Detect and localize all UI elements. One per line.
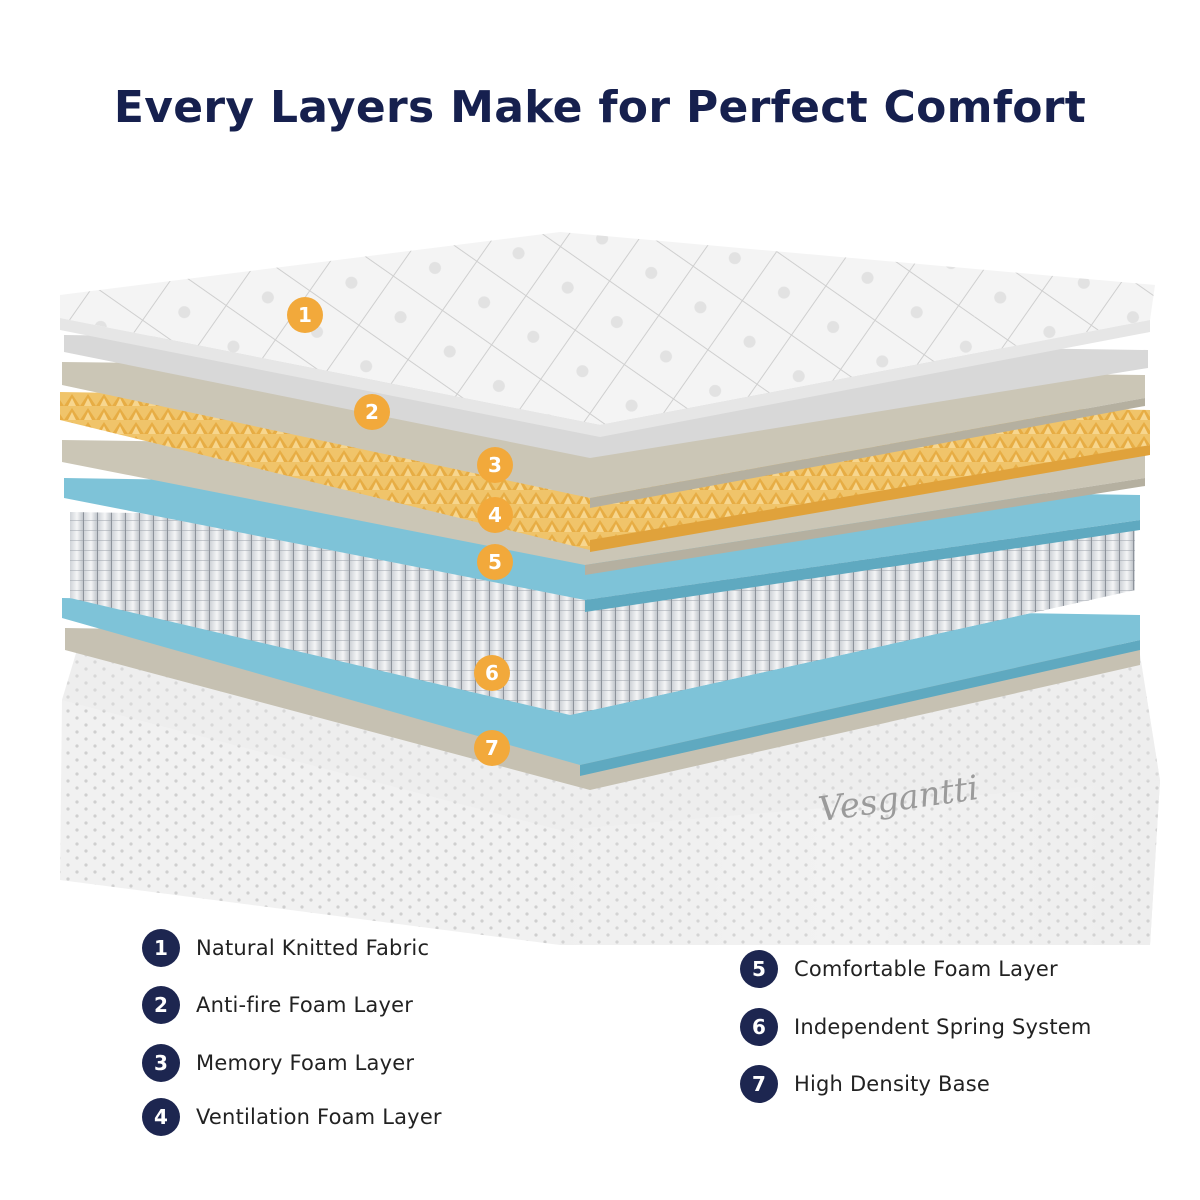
legend-label: Memory Foam Layer xyxy=(196,1051,415,1075)
legend-label: Comfortable Foam Layer xyxy=(794,957,1058,981)
legend-item-1: 1 Natural Knitted Fabric xyxy=(142,929,429,967)
legend-number-badge: 4 xyxy=(142,1098,180,1136)
svg-text:5: 5 xyxy=(488,550,502,574)
legend-item-7: 7 High Density Base xyxy=(740,1065,990,1103)
badge-3: 3 xyxy=(477,447,513,483)
badge-6: 6 xyxy=(474,655,510,691)
svg-text:3: 3 xyxy=(488,453,502,477)
svg-text:7: 7 xyxy=(485,736,499,760)
legend-number-badge: 6 xyxy=(740,1008,778,1046)
legend-number-badge: 3 xyxy=(142,1044,180,1082)
svg-text:1: 1 xyxy=(298,303,312,327)
legend-number-badge: 2 xyxy=(142,986,180,1024)
badge-2: 2 xyxy=(354,394,390,430)
layer-badges: 1 2 3 4 5 6 7 xyxy=(287,297,513,766)
page-title: Every Layers Make for Perfect Comfort xyxy=(113,82,1087,133)
legend-label: High Density Base xyxy=(794,1072,990,1096)
legend-item-5: 5 Comfortable Foam Layer xyxy=(740,950,1058,988)
legend-item-2: 2 Anti-fire Foam Layer xyxy=(142,986,413,1024)
badge-7: 7 xyxy=(474,730,510,766)
legend-item-3: 3 Memory Foam Layer xyxy=(142,1044,414,1082)
legend-number-badge: 7 xyxy=(740,1065,778,1103)
badge-4: 4 xyxy=(477,497,513,533)
svg-text:6: 6 xyxy=(485,661,499,685)
legend-number-badge: 1 xyxy=(142,929,180,967)
legend-item-6: 6 Independent Spring System xyxy=(740,1008,1092,1046)
knitted-fabric-top xyxy=(60,232,1155,437)
legend-number-badge: 5 xyxy=(740,950,778,988)
badge-5: 5 xyxy=(477,544,513,580)
legend-label: Ventilation Foam Layer xyxy=(196,1105,442,1129)
svg-text:2: 2 xyxy=(365,400,379,424)
legend-label: Natural Knitted Fabric xyxy=(196,936,430,960)
legend-item-4: 4 Ventilation Foam Layer xyxy=(142,1098,442,1136)
badge-1: 1 xyxy=(287,297,323,333)
legend-label: Anti-fire Foam Layer xyxy=(196,993,414,1017)
svg-text:4: 4 xyxy=(488,503,502,527)
legend-label: Independent Spring System xyxy=(794,1015,1092,1039)
